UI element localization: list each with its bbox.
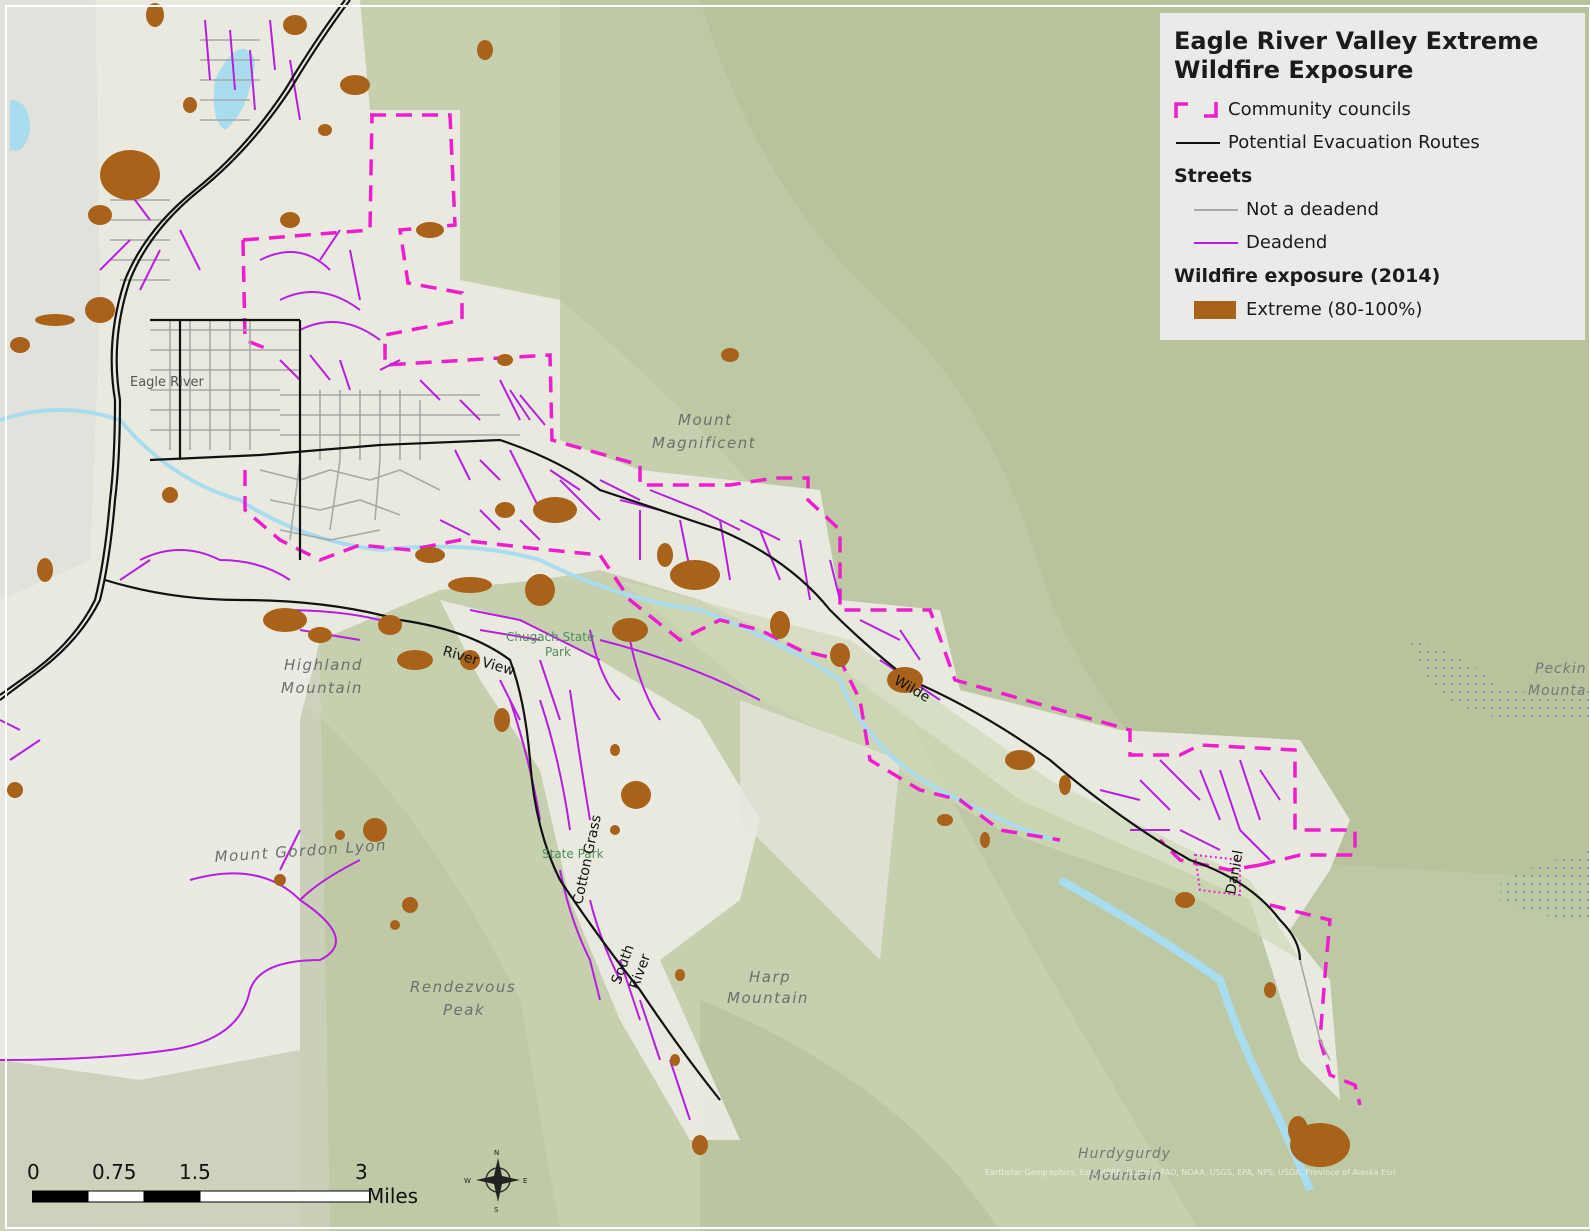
- council-symbol-icon: [1174, 100, 1228, 120]
- scale-tick-0-75: 0.75: [92, 1160, 137, 1184]
- terrain-ridge: [700, 1000, 1000, 1231]
- scale-tick-0: 0: [27, 1160, 40, 1184]
- legend-row-community-councils: Community councils: [1174, 93, 1571, 126]
- label-chugach-1: Chugach State: [506, 630, 594, 644]
- label-highland: Highland: [284, 656, 363, 674]
- label-hurdygurdy-mountain: Mountain: [1089, 1168, 1162, 1184]
- compass-e: E: [523, 1177, 527, 1185]
- legend-title-line1: Eagle River Valley Extreme: [1174, 27, 1539, 55]
- dotted-area: [1193, 853, 1241, 897]
- council-boundary: [243, 470, 1061, 842]
- label-peckin-1: Peckin: [1535, 661, 1587, 677]
- label-mount: Mount: [678, 411, 733, 429]
- extreme-wildfire: [7, 3, 1350, 1167]
- legend-row-evacuation: Potential Evacuation Routes: [1174, 126, 1571, 159]
- evacuation-line-icon: [1174, 138, 1228, 148]
- scale-bar-graphic: [32, 1190, 371, 1203]
- map-credits: Earthstar Geographics, Esri, HERE, Garmi…: [985, 1168, 1396, 1177]
- legend-row-deadend: Deadend: [1174, 226, 1571, 259]
- legend-row-not-deadend: Not a deadend: [1174, 193, 1571, 226]
- label-harp: Harp: [749, 968, 791, 986]
- label-hurdygurdy: Hurdygurdy: [1078, 1146, 1171, 1162]
- label-state-park: State Park: [542, 847, 604, 861]
- extreme-swatch-icon: [1192, 299, 1246, 321]
- label-magnificent: Magnificent: [652, 434, 756, 452]
- label-eagle-river: Eagle River: [130, 375, 205, 390]
- legend-label-not-deadend: Not a deadend: [1246, 199, 1379, 220]
- valley-floor: [740, 700, 900, 960]
- street-deadend-line-icon: [1192, 238, 1246, 248]
- label-peak: Peak: [443, 1001, 485, 1019]
- compass-s: S: [494, 1206, 499, 1214]
- legend-label-deadend: Deadend: [1246, 232, 1328, 253]
- scale-unit: Miles: [367, 1184, 419, 1208]
- compass-n: N: [494, 1149, 499, 1157]
- street-normal-line-icon: [1192, 205, 1246, 215]
- map-legend: Eagle River Valley Extreme Wildfire Expo…: [1160, 13, 1585, 340]
- urban-area: [0, 0, 1350, 1100]
- label-highland-mountain: Mountain: [281, 679, 363, 697]
- legend-label-extreme: Extreme (80-100%): [1246, 299, 1423, 320]
- river-south: [1058, 876, 1314, 1192]
- legend-heading-wildfire: Wildfire exposure (2014): [1174, 265, 1441, 287]
- gray-area: [0, 0, 100, 600]
- label-daniel: Daniel: [1223, 849, 1247, 896]
- legend-title-line2: Wildfire Exposure: [1174, 56, 1414, 84]
- compass-icon: N S E W: [464, 1149, 527, 1214]
- compass-w: W: [464, 1177, 471, 1185]
- lake: [10, 100, 30, 151]
- glacier: [1410, 640, 1590, 723]
- scale-tick-1-5: 1.5: [179, 1160, 211, 1184]
- glacier: [1500, 850, 1590, 920]
- label-chugach-2: Park: [545, 645, 571, 659]
- legend-row-extreme: Extreme (80-100%): [1174, 293, 1571, 326]
- label-peckin-2: Mounta: [1528, 683, 1586, 699]
- legend-label-community-councils: Community councils: [1228, 99, 1411, 120]
- valley-floor: [620, 580, 1300, 960]
- label-harp-mountain: Mountain: [727, 989, 809, 1007]
- council-boundary: [370, 113, 1357, 867]
- map-frame: [5, 5, 1590, 1229]
- label-rendezvous: Rendezvous: [410, 978, 516, 996]
- legend-label-evacuation: Potential Evacuation Routes: [1228, 132, 1480, 153]
- legend-title: Eagle River Valley Extreme Wildfire Expo…: [1174, 27, 1571, 85]
- council-boundary: [241, 239, 271, 352]
- legend-heading-streets: Streets: [1174, 165, 1253, 187]
- scale-tick-3: 3: [355, 1160, 368, 1184]
- evacuation-routes: [0, 0, 1302, 1101]
- scale-bar: 0 0.75 1.5 3 Miles: [22, 1160, 482, 1220]
